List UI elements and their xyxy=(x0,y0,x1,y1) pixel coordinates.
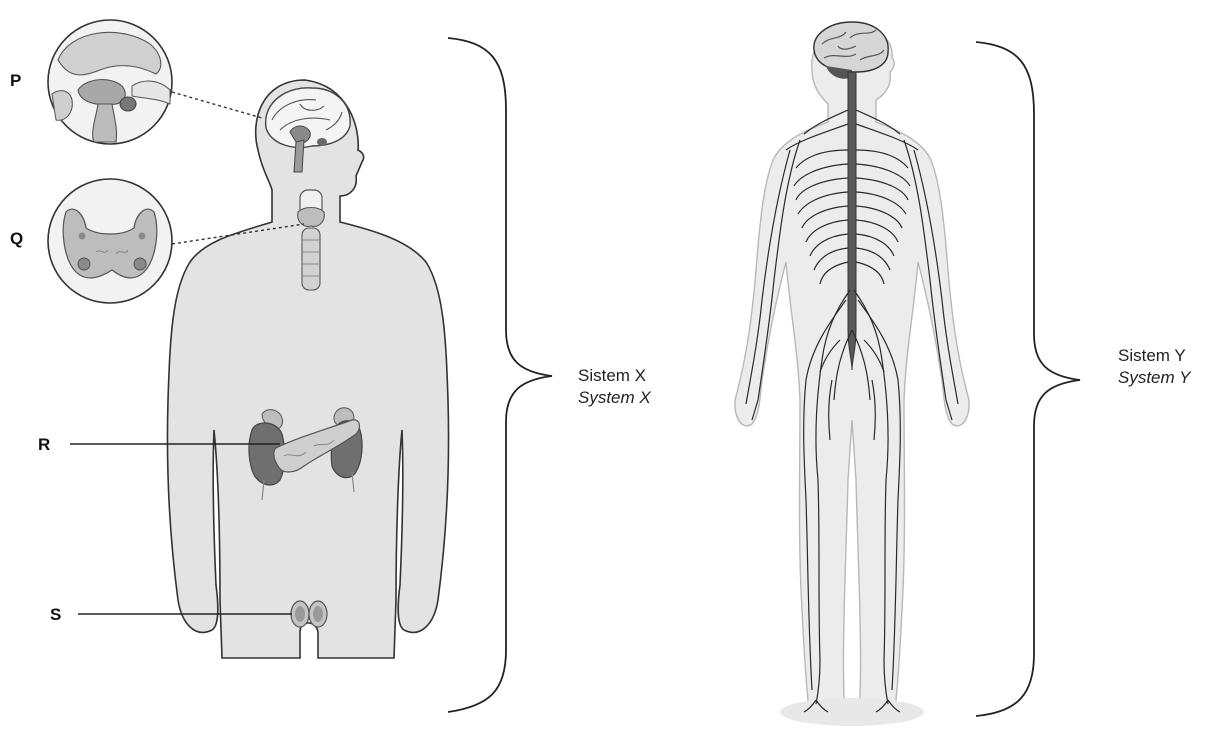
nervous-base-shadow xyxy=(780,698,924,726)
inset-thyroid xyxy=(48,179,172,303)
nervous-figure xyxy=(735,22,969,726)
endocrine-figure: P Q R S xyxy=(10,20,449,658)
label-r: R xyxy=(38,435,50,454)
spinal-cord xyxy=(848,72,856,370)
label-s: S xyxy=(50,605,61,624)
endocrine-body-silhouette xyxy=(167,80,448,658)
system-x-malay: Sistem X xyxy=(578,366,646,385)
nervous-brain xyxy=(814,22,888,72)
label-q: Q xyxy=(10,229,23,248)
label-p: P xyxy=(10,71,21,90)
inset-pituitary xyxy=(48,20,172,144)
system-y-english: System Y xyxy=(1118,368,1192,387)
system-y-malay: Sistem Y xyxy=(1118,346,1186,365)
pointer-inset-p xyxy=(172,92,262,118)
endocrine-thyroid-neck xyxy=(298,190,325,290)
system-x-english: System X xyxy=(578,388,651,407)
brace-system-y xyxy=(976,42,1080,716)
brace-system-x xyxy=(448,38,552,712)
